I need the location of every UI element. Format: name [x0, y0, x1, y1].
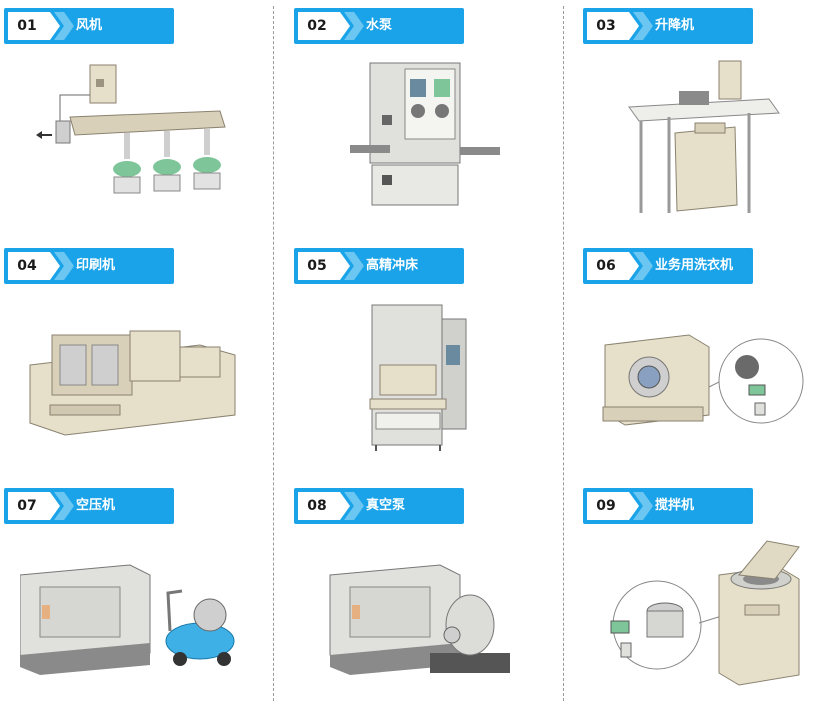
item-commercial-washer: 06 业务用洗衣机 [579, 240, 820, 470]
item-number: 04 [17, 258, 37, 274]
item-printing-press: 04 印刷机 [0, 240, 262, 470]
item-badge: 06 业务用洗衣机 [583, 248, 753, 284]
vacuum-pump-illustration [329, 564, 510, 675]
item-number: 08 [307, 498, 327, 514]
item-badge: 01 风机 [4, 8, 174, 44]
item-badge: 08 真空泵 [294, 488, 464, 524]
item-number: 07 [17, 498, 37, 514]
item-badge: 09 搅拌机 [583, 488, 753, 524]
item-precision-punch-press: 05 高精冲床 [290, 240, 552, 470]
column-divider-1 [273, 6, 274, 701]
badge-shape [4, 8, 174, 44]
item-badge: 02 水泵 [294, 8, 464, 44]
badge-shape [583, 488, 753, 524]
printing-press-illustration [29, 330, 236, 436]
item-badge: 05 高精冲床 [294, 248, 464, 284]
item-number: 05 [307, 258, 327, 274]
badge-shape [583, 8, 753, 44]
item-label: 空压机 [76, 498, 116, 513]
badge-shape [294, 488, 464, 524]
badge-shape [583, 248, 753, 284]
precision-punch-press-illustration [369, 304, 467, 451]
item-mixer: 09 搅拌机 [579, 480, 820, 710]
item-label: 风机 [76, 18, 103, 33]
item-water-pump: 02 水泵 [290, 0, 552, 230]
item-badge: 04 印刷机 [4, 248, 174, 284]
elevator-illustration [628, 60, 780, 213]
badge-shape [294, 8, 464, 44]
item-badge: 03 升降机 [583, 8, 753, 44]
item-badge: 07 空压机 [4, 488, 174, 524]
item-elevator: 03 升降机 [579, 0, 820, 230]
item-vacuum-pump: 08 真空泵 [290, 480, 552, 710]
item-label: 印刷机 [76, 258, 116, 273]
item-fan: 01 风机 [0, 0, 262, 230]
item-number: 02 [307, 18, 327, 34]
item-label: 水泵 [366, 18, 393, 33]
badge-shape [4, 488, 174, 524]
item-air-compressor: 07 空压机 [0, 480, 262, 710]
item-label: 高精冲床 [366, 258, 419, 273]
item-label: 搅拌机 [655, 498, 695, 513]
water-pump-illustration [350, 62, 500, 206]
item-label: 真空泵 [366, 498, 406, 513]
item-number: 03 [596, 18, 616, 34]
item-number: 09 [596, 498, 616, 514]
item-number: 01 [17, 18, 37, 34]
column-divider-2 [563, 6, 564, 701]
mixer-illustration [610, 540, 800, 686]
item-label: 升降机 [655, 18, 695, 33]
air-compressor-illustration [20, 564, 235, 675]
item-number: 06 [596, 258, 616, 274]
badge-shape [294, 248, 464, 284]
fan-illustration [36, 64, 226, 194]
commercial-washer-illustration [602, 334, 804, 426]
item-label: 业务用洗衣机 [655, 258, 734, 273]
badge-shape [4, 248, 174, 284]
